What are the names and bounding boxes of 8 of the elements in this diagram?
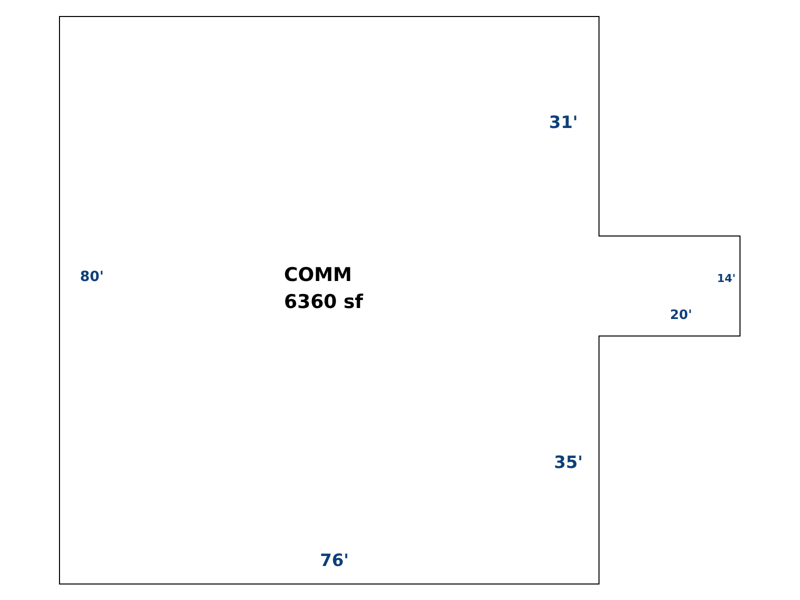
area-label: 6360 sf [284,291,364,313]
dimension-label: 80' [80,269,104,285]
dimension-label: 14' [717,272,736,285]
dimension-label: 35' [554,453,583,473]
dimension-label: 76' [320,551,349,571]
dimension-label: 31' [549,113,578,133]
dimension-label: 20' [670,308,692,323]
room-name: COMM [284,264,352,286]
